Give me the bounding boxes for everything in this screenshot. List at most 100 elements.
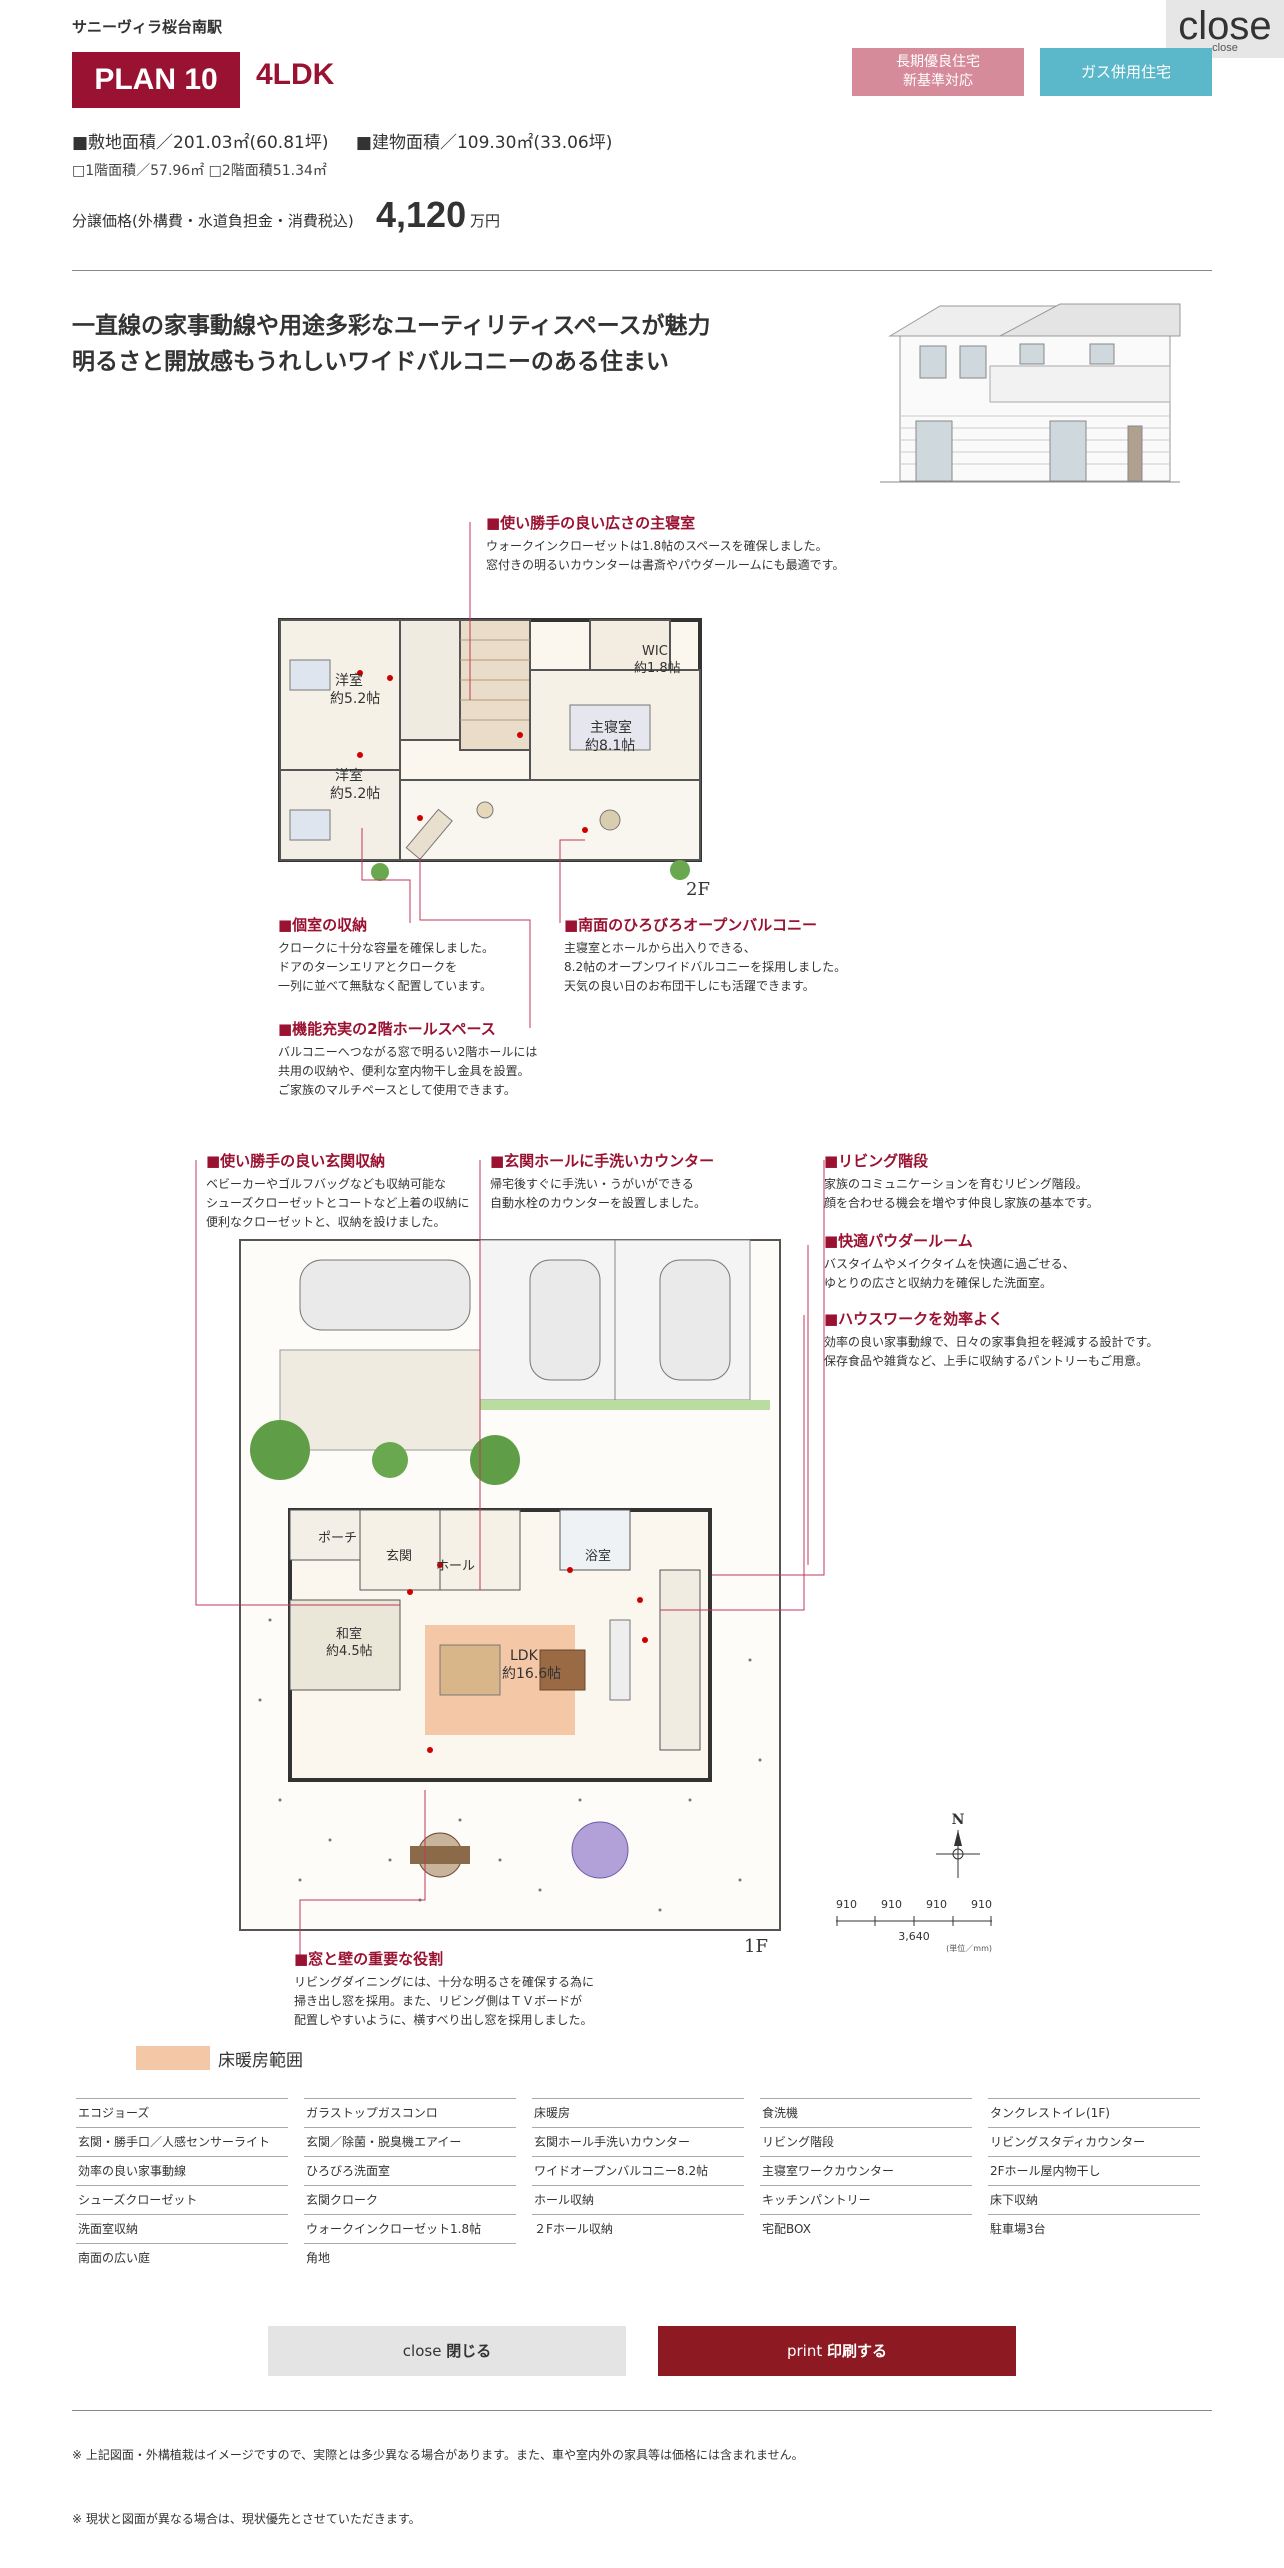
equipment-item: ひろびろ洗面室 [304,2156,516,2185]
scale-unit: (単位／mm) [946,1944,992,1953]
equipment-item: シューズクローゼット [76,2185,288,2214]
gas-housing-badge: ガス併用住宅 [1040,48,1212,96]
equipment-item: 主寝室ワークカウンター [760,2156,972,2185]
callout-windows-walls-body: リビングダイニングには、十分な明るさを確保する為に 掃き出し窓を採用。また、リビ… [294,1973,594,2030]
callout-hand-wash-body: 帰宅後すぐに手洗い・うがいができる 自動水栓のカウンターを設置しました。 [490,1175,714,1213]
equipment-item: ガラストップガスコンロ [304,2098,516,2127]
callout-master-title: ■使い勝手の良い広さの主寝室 [486,514,696,532]
floor-plan-2f: 洋室 約5.2帖 洋室 約5.2帖 主寝室 約8.1帖 WIC 約1.8帖 2F [278,618,710,900]
close-button-en: close [402,2342,442,2360]
callout-entrance-storage-body: ベビーカーやゴルフバッグなども収納可能な シューズクローゼットとコートなど上着の… [206,1175,469,1232]
callout-living-stairs-title: ■リビング階段 [824,1152,929,1170]
equipment-item: リビング階段 [760,2127,972,2156]
callout-master-body: ウォークインクローゼットは1.8帖のスペースを確保しました。 窓付きの明るいカウ… [486,537,844,575]
callout-windows-walls-line: 配置しやすいように、横すべり出し窓を採用しました。 [294,2013,593,2027]
land-area: ■敷地面積／201.03㎡(60.81坪) [72,133,329,153]
scale-segment: 910 [881,1898,902,1911]
equipment-column-1: エコジョーズ 玄関・勝手口／人感センサーライト 効率の良い家事動線 シューズクロ… [76,2098,288,2272]
price-label: 分譲価格(外構費・水道負担金・消費税込) [72,212,354,230]
equipment-column-5: タンクレストイレ(1F) リビングスタディカウンター 2Fホール屋内物干し 床下… [988,2098,1200,2243]
equipment-item: ワイドオープンバルコニー8.2帖 [532,2156,744,2185]
long-life-housing-badge: 長期優良住宅 新基準対応 [852,48,1024,96]
equipment-item: ２Fホール収納 [532,2214,744,2243]
long-life-badge-line2: 新基準対応 [903,73,973,89]
area-line: ■敷地面積／201.03㎡(60.81坪) ■建物面積／109.30㎡(33.0… [72,128,634,153]
layout-type: 4LDK [256,58,335,91]
scale-line [836,1916,992,1926]
equipment-item: 効率の良い家事動線 [76,2156,288,2185]
scale-total: 3,640 [898,1930,930,1943]
close-button[interactable]: close 閉じる [268,2326,626,2376]
equipment-item: エコジョーズ [76,2098,288,2127]
callout-powder-room: ■快適パウダールーム バスタイムやメイクタイムを快適に過ごせる、 ゆとりの広さと… [824,1230,1075,1293]
room-master-label: 主寝室 [590,719,632,736]
heated-floor-swatch [136,2046,210,2070]
plan-badge: PLAN 10 [72,52,240,108]
callout-storage-title: ■個室の収納 [278,916,368,934]
callout-living-stairs-body: 家族のコミュニケーションを育むリビング階段。 顔を合わせる機会を増やす仲良し家族… [824,1175,1099,1213]
equipment-item: 玄関ホール手洗いカウンター [532,2127,744,2156]
callout-powder-room-line: ゆとりの広さと収納力を確保した洗面室。 [824,1276,1053,1290]
compass-north-label: N [952,1812,965,1828]
room-western1-label: 洋室 [335,672,363,689]
close-button-ja: 閉じる [446,2342,492,2360]
equipment-item: 床下収納 [988,2185,1200,2214]
equipment-item: 食洗機 [760,2098,972,2127]
callout-storage-line: 一列に並べて無駄なく配置しています。 [278,979,492,993]
equipment-item: 角地 [304,2243,516,2272]
callout-balcony-title: ■南面のひろびろオープンバルコニー [564,916,817,934]
close-corner-label: close [1178,4,1272,48]
headline-line2: 明るさと開放感もうれしいワイドバルコニーのある住まい [72,349,669,375]
equipment-item: 玄関／除菌・脱臭機エアイー [304,2127,516,2156]
callout-balcony-line: 主寝室とホールから出入りできる、 [564,941,756,955]
callout-storage-line: クロークに十分な容量を確保しました。 [278,941,495,955]
callout-master-line: ウォークインクローゼットは1.8帖のスペースを確保しました。 [486,539,828,553]
room-western2-size: 約5.2帖 [330,786,380,802]
room-hall-label: ホール [436,1559,475,1574]
room-wic-label: WIC [642,644,668,659]
callout-hand-wash-line: 自動水栓のカウンターを設置しました。 [490,1196,707,1210]
callout-hall-line: 共用の収納や、便利な室内物干し金具を設置。 [278,1064,530,1078]
room-entrance-label: 玄関 [386,1549,412,1564]
note-current-priority: ※ 現状と図面が異なる場合は、現状優先とさせていただきます。 [72,2512,421,2526]
divider-bottom [72,2410,1212,2411]
callout-master-bedroom: ■使い勝手の良い広さの主寝室 ウォークインクローゼットは1.8帖のスペースを確保… [486,512,844,575]
equipment-item: 玄関クローク [304,2185,516,2214]
callout-living-stairs-line: 家族のコミュニケーションを育むリビング階段。 [824,1177,1088,1191]
close-corner-sublabel: close [1212,42,1238,54]
room-ldk-size: 約16.6帖 [502,1666,561,1682]
equipment-item: 玄関・勝手口／人感センサーライト [76,2127,288,2156]
callout-hall-body: バルコニーへつながる窓で明るい2階ホールには 共用の収納や、便利な室内物干し金具… [278,1043,537,1100]
callout-powder-room-body: バスタイムやメイクタイムを快適に過ごせる、 ゆとりの広さと収納力を確保した洗面室… [824,1255,1075,1293]
callout-housework-body: 効率の良い家事動線で、日々の家事負担を軽減する設計です。 保存食品や雑貨など、上… [824,1333,1158,1371]
equipment-column-3: 床暖房 玄関ホール手洗いカウンター ワイドオープンバルコニー8.2帖 ホール収納… [532,2098,744,2243]
room-bath-label: 浴室 [585,1548,611,1564]
scale-segment: 910 [836,1898,857,1911]
callout-balcony: ■南面のひろびろオープンバルコニー 主寝室とホールから出入りできる、 8.2帖の… [564,914,846,996]
floor-plan-1f: ポーチ 玄関 ホール 浴室 和室 約4.5帖 LDK 約16.6帖 1F [239,1239,781,1957]
callout-entrance-storage: ■使い勝手の良い玄関収納 ベビーカーやゴルフバッグなども収納可能な シューズクロ… [206,1150,469,1232]
equipment-item: 床暖房 [532,2098,744,2127]
equipment-column-4: 食洗機 リビング階段 主寝室ワークカウンター キッチンパントリー 宅配BOX [760,2098,972,2243]
equipment-item: リビングスタディカウンター [988,2127,1200,2156]
callout-storage-body: クロークに十分な容量を確保しました。 ドアのターンエリアとクロークを 一列に並べ… [278,939,494,996]
scale-segment: 910 [926,1898,947,1911]
callout-hall-line: ご家族のマルチペースとして使用できます。 [278,1083,516,1097]
callout-entrance-storage-line: 便利なクローゼットと、収納を設けました。 [206,1215,446,1229]
callout-2f-hall: ■機能充実の2階ホールスペース バルコニーへつながる窓で明るい2階ホールには 共… [278,1018,537,1100]
equipment-item: 洗面室収納 [76,2214,288,2243]
callout-living-stairs: ■リビング階段 家族のコミュニケーションを育むリビング階段。 顔を合わせる機会を… [824,1150,1099,1213]
callout-hand-wash-title: ■玄関ホールに手洗いカウンター [490,1152,715,1170]
divider-top [72,270,1212,271]
callout-balcony-line: 8.2帖のオープンワイドバルコニーを採用しました。 [564,960,847,974]
room-porch-label: ポーチ [318,1531,357,1546]
callout-housework: ■ハウスワークを効率よく 効率の良い家事動線で、日々の家事負担を軽減する設計です… [824,1308,1158,1371]
room-western2-label: 洋室 [335,767,363,784]
house-elevation-image [880,303,1181,483]
equipment-item: キッチンパントリー [760,2185,972,2214]
callout-entrance-storage-title: ■使い勝手の良い玄関収納 [206,1152,386,1170]
equipment-item: 駐車場3台 [988,2214,1200,2243]
equipment-item: ホール収納 [532,2185,744,2214]
compass-icon: N [936,1812,980,1878]
print-button[interactable]: print 印刷する [658,2326,1016,2376]
